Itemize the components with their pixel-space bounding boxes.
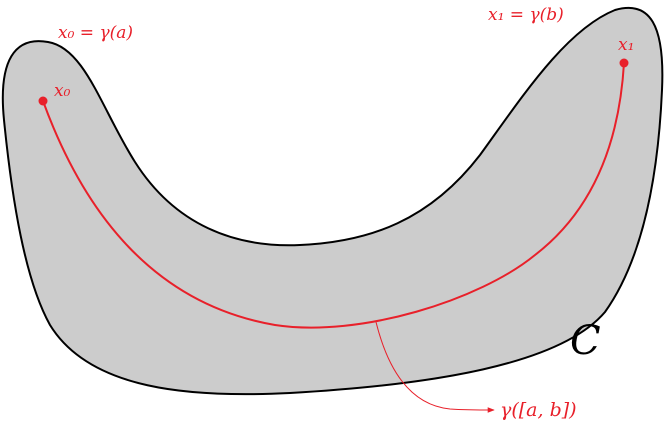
annotation-arrow — [375, 321, 495, 413]
end-equation-label: x₁ = γ(b) — [488, 5, 564, 25]
path-gamma-curve — [42, 62, 625, 329]
start-point-label: x₀ — [54, 81, 71, 101]
start-point-marker — [38, 96, 48, 106]
set-name-label: C — [570, 318, 601, 364]
end-point-label: x₁ — [618, 35, 634, 55]
end-point-marker — [619, 58, 629, 68]
set-c-region — [1, 6, 664, 396]
path-image-label: γ([a, b]) — [500, 399, 577, 421]
start-equation-label: x₀ = γ(a) — [58, 23, 133, 43]
